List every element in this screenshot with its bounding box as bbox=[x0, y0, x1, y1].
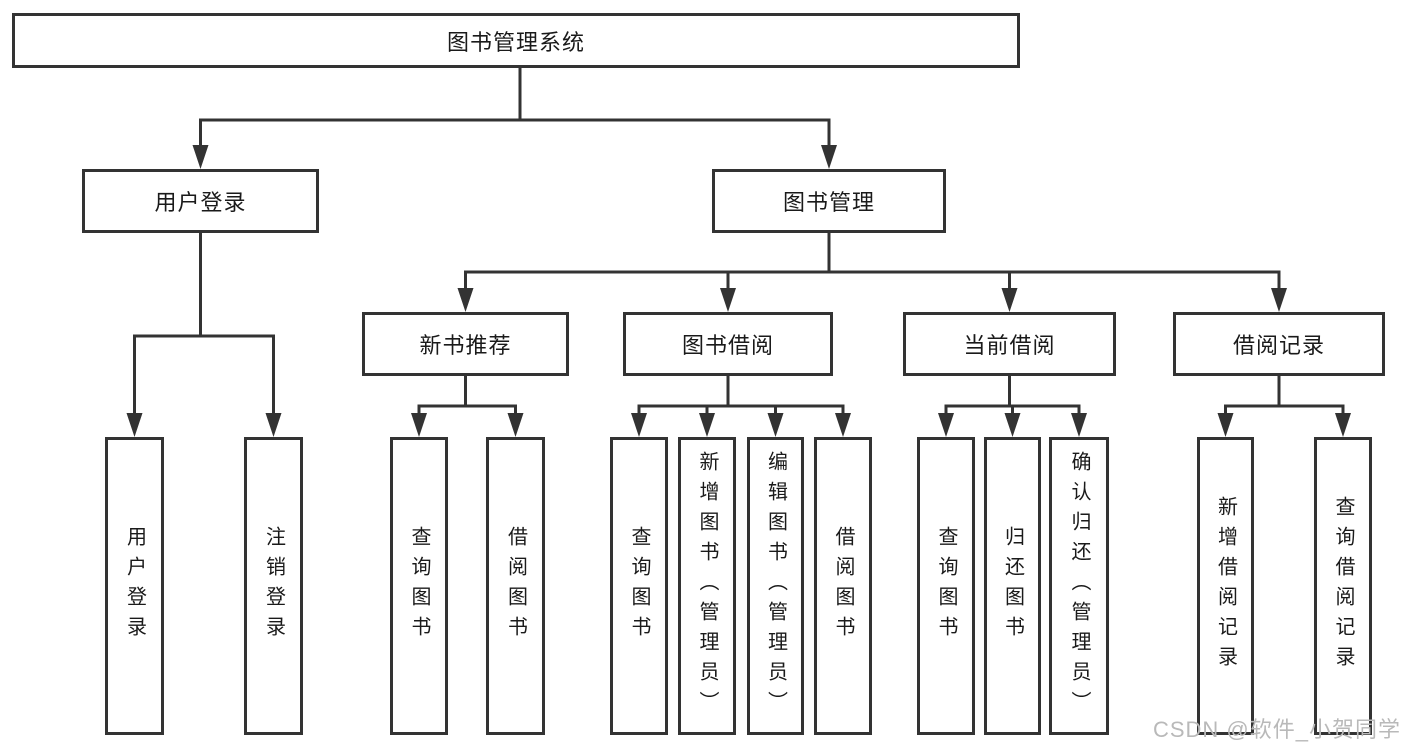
leaf-label: 用户登录 bbox=[123, 526, 146, 646]
leaf-logout: 注销登录 bbox=[244, 437, 303, 735]
leaf-label: 确认归还（管理员） bbox=[1068, 451, 1090, 721]
leaf-label: 查询图书 bbox=[935, 526, 957, 646]
leaf-borrow-books: 借阅图书 bbox=[814, 437, 872, 735]
node-label: 新书推荐 bbox=[419, 333, 512, 358]
node-book-borrowing: 图书借阅 bbox=[623, 312, 833, 376]
leaf-label: 查询借阅记录 bbox=[1332, 496, 1354, 676]
leaf-add-books-admin: 新增图书（管理员） bbox=[678, 437, 736, 735]
leaf-user-login: 用户登录 bbox=[105, 437, 164, 735]
leaf-label: 归还图书 bbox=[1001, 526, 1024, 646]
leaf-confirm-return-admin: 确认归还（管理员） bbox=[1049, 437, 1109, 735]
leaf-label: 借阅图书 bbox=[504, 526, 527, 646]
node-label: 当前借阅 bbox=[963, 333, 1056, 358]
leaf-label: 新增图书（管理员） bbox=[696, 451, 718, 721]
node-borrowing-records: 借阅记录 bbox=[1173, 312, 1385, 376]
leaf-query-books-borrowing: 查询图书 bbox=[610, 437, 668, 735]
node-label: 图书管理 bbox=[782, 190, 875, 215]
node-label: 借阅记录 bbox=[1232, 333, 1325, 358]
leaf-add-borrow-record: 新增借阅记录 bbox=[1197, 437, 1254, 735]
node-label: 用户登录 bbox=[154, 190, 247, 215]
leaf-label: 注销登录 bbox=[262, 526, 285, 646]
node-label: 图书借阅 bbox=[681, 333, 774, 358]
leaf-label: 查询图书 bbox=[628, 526, 650, 646]
leaf-label: 借阅图书 bbox=[832, 526, 854, 646]
node-label: 图书管理系统 bbox=[446, 29, 585, 55]
node-library-management-system: 图书管理系统 bbox=[12, 13, 1020, 68]
node-current-borrowing: 当前借阅 bbox=[903, 312, 1116, 376]
leaf-label: 查询图书 bbox=[408, 526, 430, 646]
node-new-book-recommend: 新书推荐 bbox=[362, 312, 569, 376]
leaf-edit-books-admin: 编辑图书（管理员） bbox=[747, 437, 804, 735]
leaf-query-books-recommend: 查询图书 bbox=[390, 437, 448, 735]
csdn-watermark: CSDN @软件_小贺同学 bbox=[1152, 717, 1401, 742]
leaf-return-books: 归还图书 bbox=[984, 437, 1041, 735]
leaf-label: 新增借阅记录 bbox=[1214, 496, 1237, 676]
leaf-borrow-books-recommend: 借阅图书 bbox=[486, 437, 545, 735]
node-user-login: 用户登录 bbox=[82, 169, 319, 233]
node-book-management: 图书管理 bbox=[712, 169, 946, 233]
leaf-query-books-current: 查询图书 bbox=[917, 437, 975, 735]
leaf-label: 编辑图书（管理员） bbox=[764, 451, 787, 721]
leaf-query-borrow-record: 查询借阅记录 bbox=[1314, 437, 1372, 735]
